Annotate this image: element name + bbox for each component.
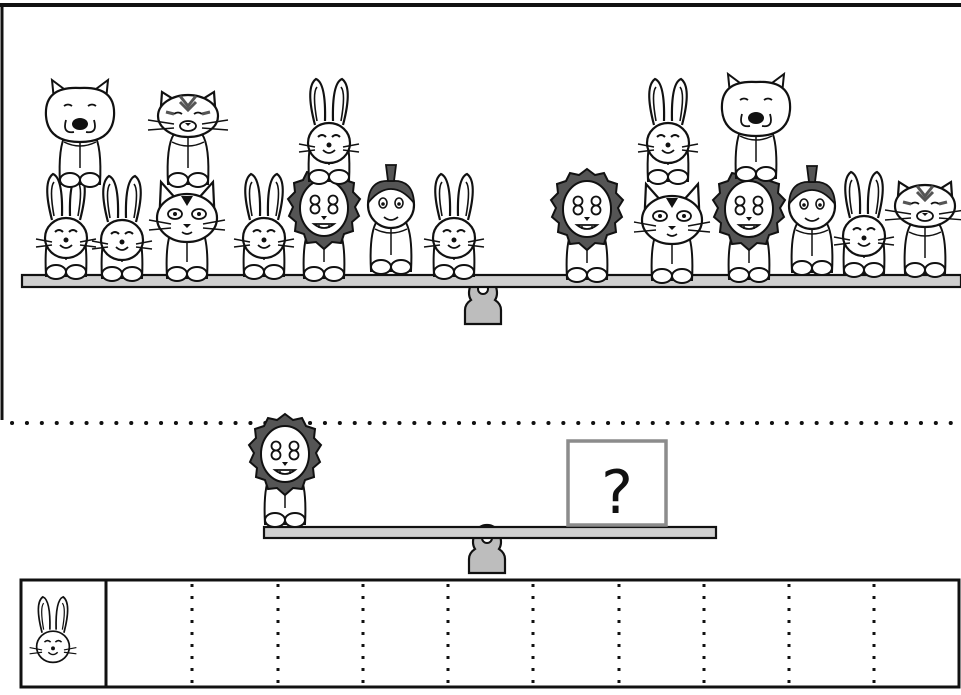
lion-icon	[551, 169, 623, 282]
answer-row	[21, 580, 959, 687]
cat-icon	[634, 184, 710, 283]
rabbit-icon	[299, 79, 359, 184]
cat-icon	[149, 182, 225, 281]
unknown-label: ?	[601, 458, 633, 528]
rabbit-icon	[234, 174, 294, 279]
rabbit-icon	[638, 79, 698, 184]
rabbit-icon	[36, 174, 96, 279]
lion-icon	[288, 168, 360, 281]
rabbit-icon	[424, 174, 484, 279]
bottom-plank	[264, 527, 716, 538]
top-right-group	[551, 74, 961, 283]
top-left-group	[36, 79, 484, 281]
bottom-seesaw: ?	[249, 414, 716, 573]
answer-frame	[21, 580, 959, 687]
top-seesaw	[22, 275, 961, 324]
tiger-icon	[885, 182, 961, 277]
lion-icon	[249, 414, 321, 527]
tiger-icon	[148, 92, 228, 187]
lion-icon	[713, 169, 785, 282]
boy-icon	[368, 165, 414, 274]
top-plank	[22, 275, 961, 287]
boy-icon	[789, 166, 835, 275]
boar-icon	[722, 74, 790, 181]
rabbit-icon	[92, 176, 152, 281]
boar-icon	[46, 80, 114, 187]
rabbit-icon	[834, 172, 894, 277]
